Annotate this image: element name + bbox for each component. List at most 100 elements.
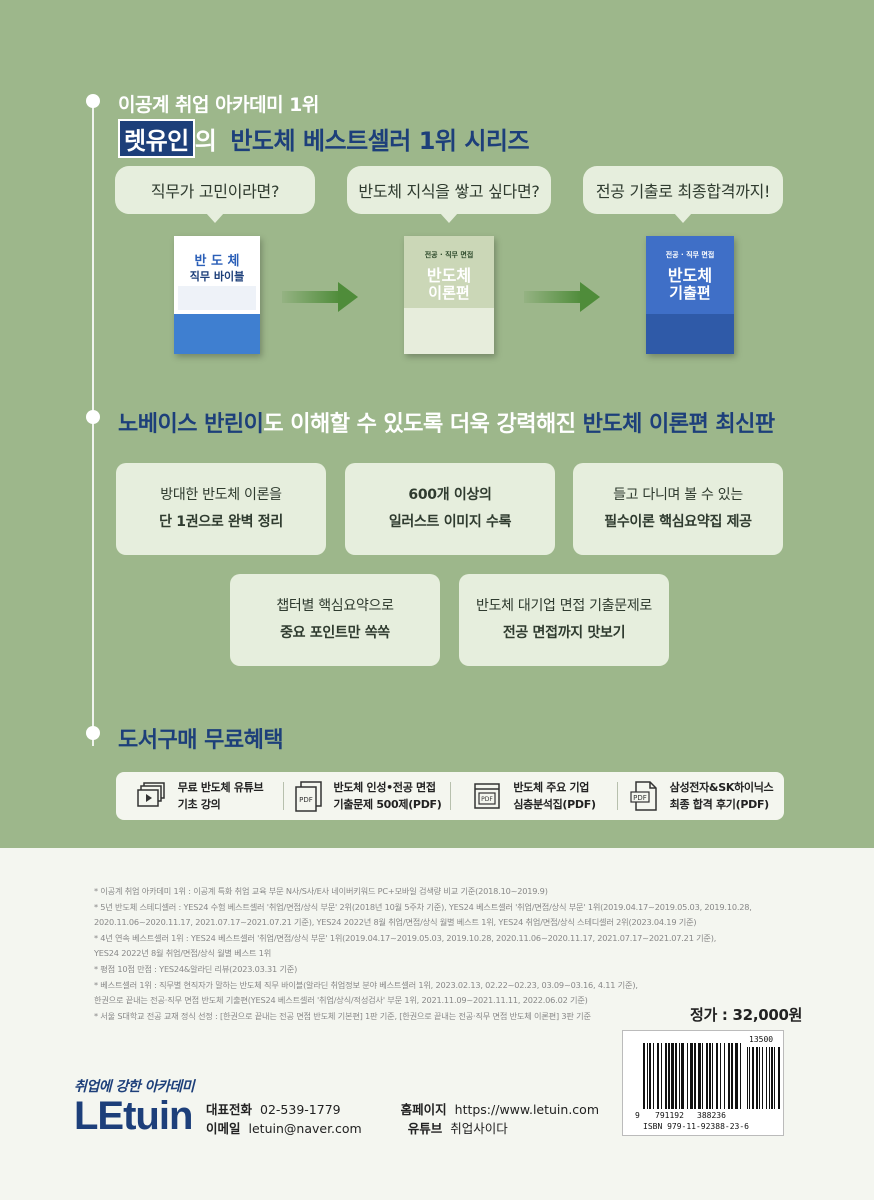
benefit-line: 심층분석집(PDF) xyxy=(513,798,596,811)
feature-line-bold: 전공 면접까지 맛보기 xyxy=(502,625,626,641)
question-bubble: 직무가 고민이라면? xyxy=(115,166,315,223)
contact-label: 유튜브 xyxy=(407,1121,443,1136)
isbn-number: ISBN 979-11-92388-23-6 xyxy=(643,1122,749,1131)
phone-number: 02-539-1779 xyxy=(260,1102,341,1117)
book-top-text: 반 도 체 xyxy=(194,254,240,269)
footnote: YES24 2022년 8월 취업/면접/상식 월별 베스트 1위 xyxy=(94,948,272,959)
email-address[interactable]: letuin@naver.com xyxy=(248,1121,362,1136)
logo-script: 취업에 강한 아카데미 xyxy=(74,1079,195,1095)
barcode-digit: 9 xyxy=(635,1111,640,1120)
benefit-line: 무료 반도체 유튜브 xyxy=(177,781,264,794)
svg-text:PDF: PDF xyxy=(299,796,313,804)
price: 정가 : 32,000원 xyxy=(690,1006,803,1024)
timeline-dot xyxy=(86,94,100,108)
homepage-link[interactable]: https://www.letuin.com xyxy=(454,1102,599,1117)
brand-name: 렛유인 xyxy=(118,119,195,158)
footnote: * 이공계 취업 아카데미 1위 : 이공계 특화 취업 교육 부문 N사/S사… xyxy=(94,886,548,896)
question-text: 직무가 고민이라면? xyxy=(150,182,280,201)
barcode-addon: 13500 xyxy=(749,1035,774,1044)
footnote: * 평점 10점 만점 : YES24&알라딘 리뷰(2023.03.31 기준… xyxy=(94,963,298,974)
benefits-title: 도서구매 무료혜택 xyxy=(118,728,284,753)
footnote: * 4년 연속 베스트셀러 1위 : YES24 베스트셀러 '취업/면접/상식… xyxy=(94,932,717,943)
question-text: 전공 기출로 최종합격까지! xyxy=(595,182,771,201)
question-bubble: 반도체 지식을 쌓고 싶다면? xyxy=(347,166,551,223)
barcode-digits: 388236 xyxy=(697,1111,726,1120)
publisher-contact: 대표전화 02-539-1779 홈페이지 https://www.letuin… xyxy=(206,1100,599,1138)
footnote: * 서울 S대학교 전공 교재 정식 선정 : [한권으로 끝내는 전공 면접 … xyxy=(94,1010,591,1021)
footnote: * 5년 반도체 스테디셀러 : YES24 수험 베스트셀러 '취업/면접/상… xyxy=(94,901,752,912)
feature-line: 반도체 대기업 면접 기출문제로 xyxy=(476,598,652,614)
book-cover-job-bible: 반 도 체 직무 바이블 xyxy=(174,236,260,354)
feature-card: 방대한 반도체 이론을 단 1권으로 완벽 정리 xyxy=(116,463,326,555)
feature-card: 들고 다니며 볼 수 있는 필수이론 핵심요약집 제공 xyxy=(573,463,783,555)
footnote: 2020.11.06~2020.11.17, 2021.07.17~2021.0… xyxy=(94,917,697,928)
feature-card: 600개 이상의 일러스트 이미지 수록 xyxy=(345,463,555,555)
book-top-text: 전공 · 직무 면접 xyxy=(424,251,474,259)
question-text: 반도체 지식을 쌓고 싶다면? xyxy=(358,182,540,201)
isbn-barcode: 13500 9 791192 388236 ISBN 979-11-92388-… xyxy=(622,1030,784,1136)
publisher-logo: 취업에 강한 아카데미 LEtuin xyxy=(74,1076,195,1136)
arrow-right-icon xyxy=(524,282,604,312)
feature-line-bold: 일러스트 이미지 수록 xyxy=(388,514,512,530)
benefit-line: 반도체 인성•전공 면접 xyxy=(333,781,436,794)
feature-line: 챕터별 핵심요약으로 xyxy=(276,598,394,614)
barcode-digits: 791192 xyxy=(655,1111,684,1120)
arrow-right-icon xyxy=(282,282,362,312)
book-cover-theory: 전공 · 직무 면접 반도체 이론편 xyxy=(404,236,494,354)
benefit-line: 최종 합격 후기(PDF) xyxy=(669,798,770,811)
youtube-channel[interactable]: 취업사이다 xyxy=(450,1121,508,1136)
feature-card: 반도체 대기업 면접 기출문제로 전공 면접까지 맛보기 xyxy=(459,574,669,666)
pdf-file-icon: PDF xyxy=(628,780,660,812)
book-subtitle: 이론편 xyxy=(428,284,470,302)
contact-label: 홈페이지 xyxy=(400,1102,447,1117)
book-decoration xyxy=(178,286,256,310)
feature-line-bold: 중요 포인트만 쏙쏙 xyxy=(280,625,390,641)
pdf-document-icon: PDF xyxy=(292,780,324,812)
footnote: * 베스트셀러 1위 : 직무별 현직자가 말하는 반도체 직무 바이블(알라딘… xyxy=(94,979,638,990)
tagline: 이공계 취업 아카데미 1위 xyxy=(118,94,319,116)
svg-text:PDF: PDF xyxy=(633,794,647,802)
feature-card: 챕터별 핵심요약으로 중요 포인트만 쏙쏙 xyxy=(230,574,440,666)
series-headline: 렛유인 의 반도체 베스트셀러 1위 시리즈 xyxy=(118,119,530,158)
video-play-icon xyxy=(136,780,168,812)
feature-line-bold: 필수이론 핵심요약집 제공 xyxy=(604,514,752,530)
headline-text: 도 이해할 수 있도록 더욱 강력해진 xyxy=(263,412,583,437)
svg-text:PDF: PDF xyxy=(481,796,493,803)
feature-line: 들고 다니며 볼 수 있는 xyxy=(613,487,743,503)
benefit-line: 기출문제 500제(PDF) xyxy=(333,798,442,811)
timeline-dot xyxy=(86,726,100,740)
features-headline: 노베이스 반린이도 이해할 수 있도록 더욱 강력해진 반도체 이론편 최신판 xyxy=(118,406,775,438)
book-title: 반도체 xyxy=(667,266,713,285)
book-title: 직무 바이블 xyxy=(189,270,245,283)
book-title: 반도체 xyxy=(426,266,472,285)
timeline-dot xyxy=(86,410,100,424)
brand-suffix: 의 xyxy=(194,127,217,155)
headline-emphasis: 노베이스 반린이 xyxy=(118,412,264,437)
book-top-text: 전공 · 직무 면접 xyxy=(665,251,715,259)
book-decoration xyxy=(404,308,494,354)
headline-emphasis: 반도체 이론편 최신판 xyxy=(582,412,775,437)
feature-line-bold: 단 1권으로 완벽 정리 xyxy=(159,514,283,530)
book-subtitle: 기출편 xyxy=(669,284,711,302)
bottom-section xyxy=(0,848,874,1200)
feature-line-bold: 600개 이상의 xyxy=(408,487,492,503)
footnotes: * 이공계 취업 아카데미 1위 : 이공계 특화 취업 교육 부문 N사/S사… xyxy=(94,884,794,1024)
contact-label: 대표전화 xyxy=(206,1102,253,1117)
book-decoration xyxy=(646,314,734,354)
question-bubble: 전공 기출로 최종합격까지! xyxy=(583,166,783,223)
benefit-line: 기초 강의 xyxy=(177,798,221,811)
series-title: 반도체 베스트셀러 1위 시리즈 xyxy=(230,127,530,155)
barcode-bars xyxy=(643,1043,780,1109)
book-cover-exam: 전공 · 직무 면접 반도체 기출편 xyxy=(646,236,734,354)
benefit-line: 반도체 주요 기업 xyxy=(513,781,590,794)
pdf-folder-icon: PDF xyxy=(471,780,503,812)
contact-label: 이메일 xyxy=(206,1121,241,1136)
book-decoration xyxy=(174,314,260,354)
footnote: 한권으로 끝내는 전공·직무 면접 반도체 기출편(YES24 베스트셀러 '취… xyxy=(94,995,588,1006)
benefit-line: 삼성전자&SK하이닉스 xyxy=(669,781,774,794)
